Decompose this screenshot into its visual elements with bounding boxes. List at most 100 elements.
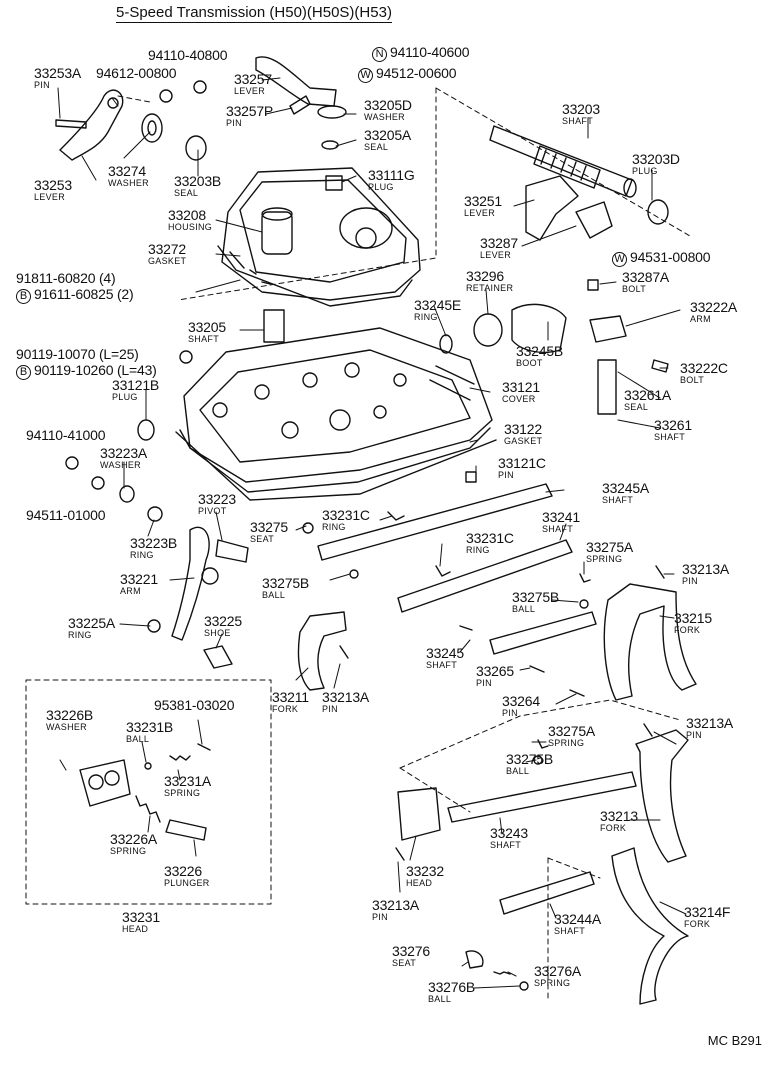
part-number: 33231C — [322, 507, 370, 523]
part-name: PLUG — [368, 182, 394, 192]
part-name: BALL — [506, 766, 530, 776]
part-name: SEAT — [250, 534, 275, 544]
part-number: 94110-40800 — [148, 47, 228, 63]
part-number: 33213A — [372, 897, 420, 913]
part-name: BALL — [512, 604, 536, 614]
part-name: PIN — [34, 80, 50, 90]
part-prefix-symbol: B — [16, 289, 31, 304]
part-number: 95381-03020 — [154, 697, 235, 713]
part-number: 33231 — [122, 909, 160, 925]
part-name: HOUSING — [168, 222, 213, 232]
part-number: 33213A — [686, 715, 734, 731]
part-number: 33245 — [426, 645, 464, 661]
part-name: PIN — [682, 576, 698, 586]
levers-drawing — [59, 56, 627, 841]
part-number: 33275B — [506, 751, 554, 767]
part-number: 33222A — [690, 299, 738, 315]
part-number: 33223 — [198, 491, 236, 507]
part-name: ARM — [690, 314, 711, 324]
part-number: 33275A — [586, 539, 634, 555]
part-name: SEAL — [364, 142, 389, 152]
part-number: 91811-60820 (4) — [16, 270, 116, 286]
part-number: 33276B — [428, 979, 476, 995]
part-name: SPRING — [586, 554, 623, 564]
part-number: 33203B — [174, 173, 222, 189]
part-name: WASHER — [108, 178, 149, 188]
part-name: BALL — [428, 994, 452, 1004]
part-number: 33223A — [100, 445, 148, 461]
part-number: 33287 — [480, 235, 518, 251]
part-number: 33245A — [602, 480, 650, 496]
part-name: FORK — [674, 625, 701, 635]
part-number: 33225 — [204, 613, 242, 629]
part-marker-circles — [65, 80, 207, 490]
part-prefix-symbol: B — [16, 365, 31, 380]
part-name: PIN — [226, 118, 242, 128]
part-number: 33245B — [516, 343, 564, 359]
leader-lines — [57, 77, 687, 989]
part-label-91811-60820-4: 91811-60820 (4) — [16, 271, 116, 285]
part-name: FORK — [684, 919, 711, 929]
part-name: GASKET — [148, 256, 187, 266]
part-name: FORK — [600, 823, 627, 833]
part-number: 33213 — [600, 808, 638, 824]
part-number: 33222C — [680, 360, 728, 376]
part-number: 33208 — [168, 207, 206, 223]
part-name: RING — [414, 312, 438, 322]
part-number: 33261A — [624, 387, 672, 403]
part-name: WASHER — [364, 112, 405, 122]
part-number: 33257P — [226, 103, 274, 119]
part-number: 33231A — [164, 773, 212, 789]
part-label-94110-40800: 94110-40800 — [148, 48, 227, 62]
part-number: 33261 — [654, 417, 692, 433]
fork-33213-drawing — [635, 729, 689, 863]
part-number: 94512-00600 — [376, 65, 457, 81]
part-number: 33223B — [130, 535, 178, 551]
part-name: SPRING — [548, 738, 585, 748]
part-number: 33121B — [112, 377, 160, 393]
part-name: SPRING — [534, 978, 571, 988]
shaft-33203-drawing — [489, 125, 669, 225]
part-prefix-symbol: N — [372, 47, 387, 62]
part-name: COVER — [502, 394, 536, 404]
part-number: 33296 — [466, 268, 504, 284]
part-name: PIVOT — [198, 506, 227, 516]
